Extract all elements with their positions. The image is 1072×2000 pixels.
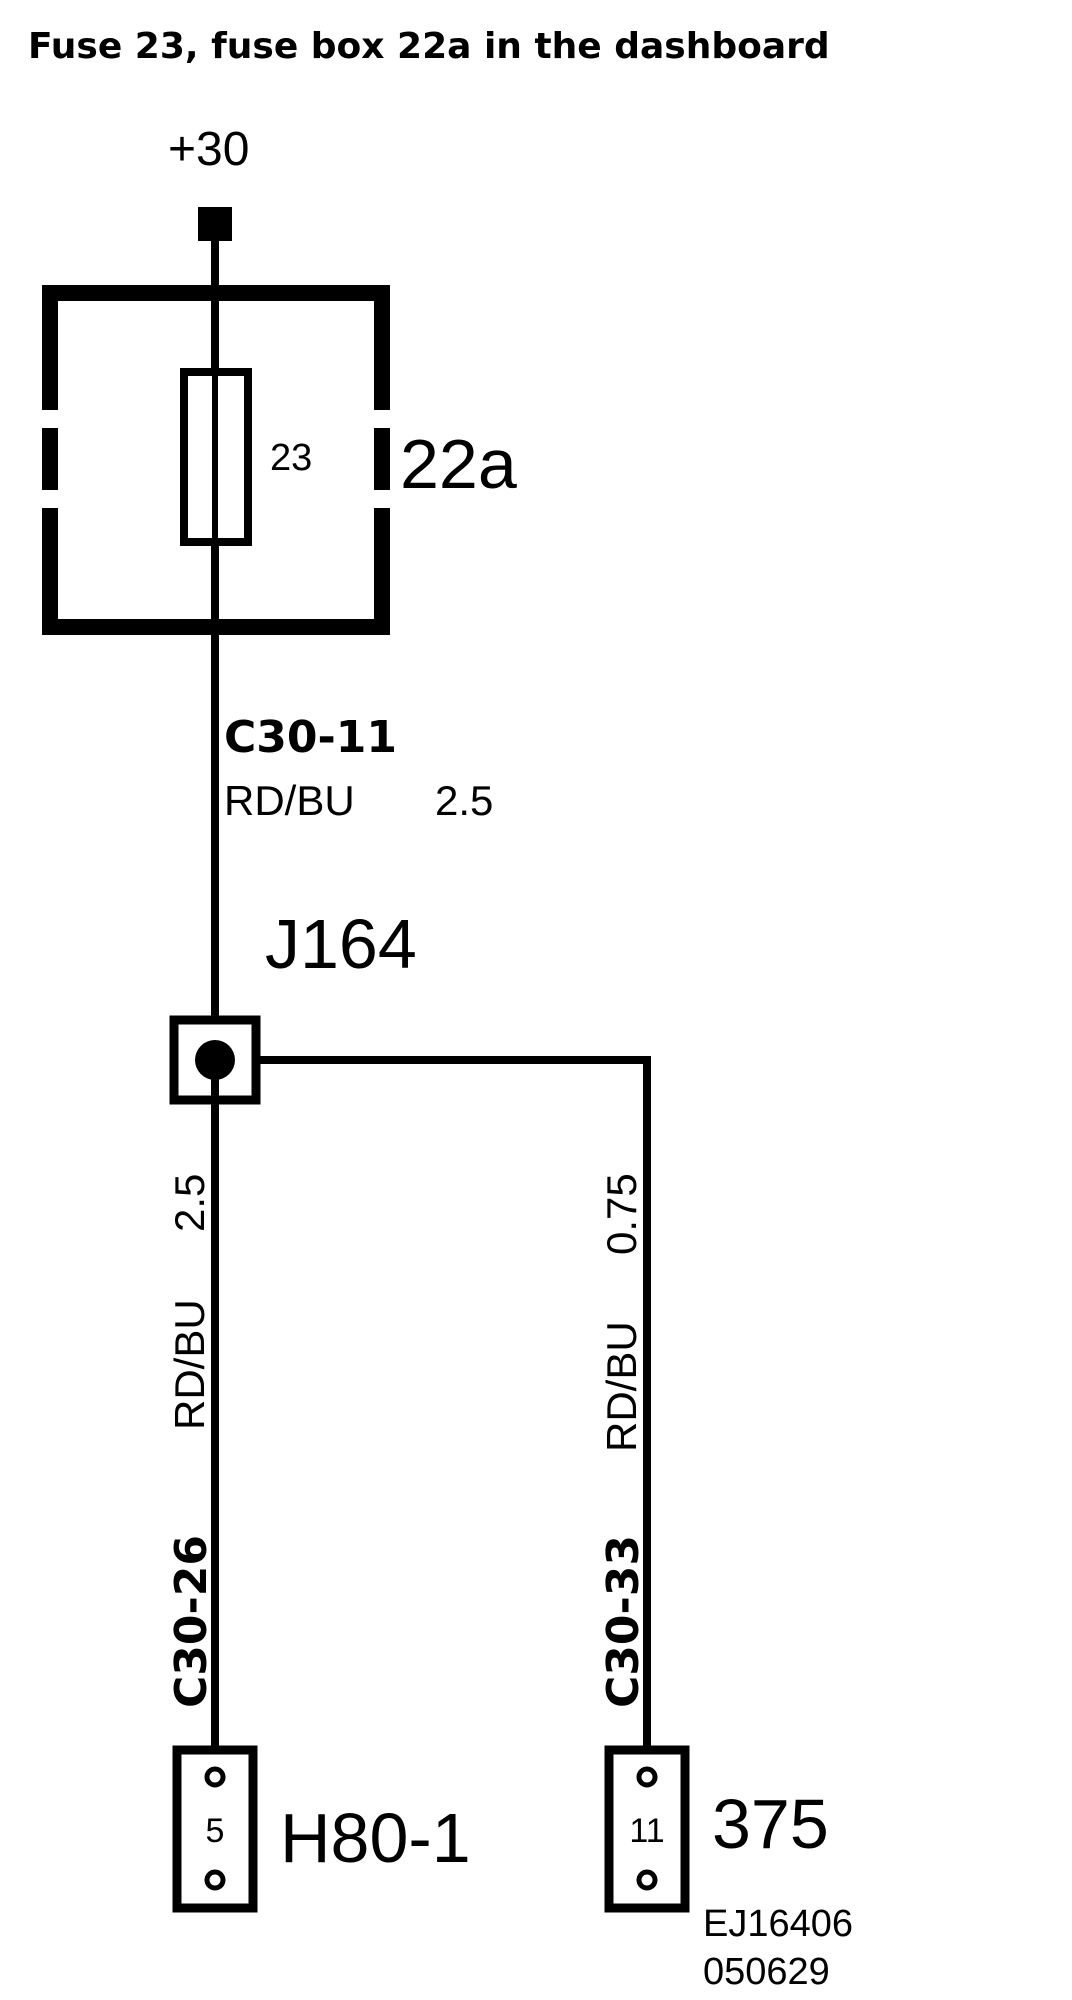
junction-dot	[195, 1040, 235, 1080]
connector-right-pin: 11	[629, 1812, 664, 1850]
wire-left-size: 2.5	[166, 1174, 213, 1232]
fuse-number: 23	[270, 437, 312, 479]
wire-right-id: C30-33	[598, 1535, 649, 1708]
wire-left-id: C30-26	[166, 1535, 217, 1708]
wire-right-size: 0.75	[598, 1173, 645, 1255]
connector-left-pin: 5	[206, 1812, 225, 1850]
junction-label: J164	[265, 905, 417, 983]
reference-code: EJ16406	[703, 1903, 853, 1945]
wire-top-color: RD/BU	[224, 777, 355, 824]
fuse-box	[42, 285, 390, 635]
connector-right	[604, 1745, 690, 1913]
wire-top-id: C30-11	[224, 712, 397, 763]
wire-right-color: RD/BU	[598, 1321, 645, 1452]
fuse-box-label: 22a	[400, 425, 517, 503]
wire-top-size: 2.5	[435, 777, 493, 824]
connector-left	[172, 1745, 258, 1913]
connector-right-name: 375	[712, 1785, 829, 1863]
reference-date: 050629	[703, 1951, 830, 1993]
wire-left-color: RD/BU	[166, 1299, 213, 1430]
connector-left-name: H80-1	[280, 1799, 471, 1877]
supply-terminal	[198, 207, 232, 241]
supply-label: +30	[168, 123, 249, 176]
diagram-title: Fuse 23, fuse box 22a in the dashboard	[28, 26, 830, 67]
